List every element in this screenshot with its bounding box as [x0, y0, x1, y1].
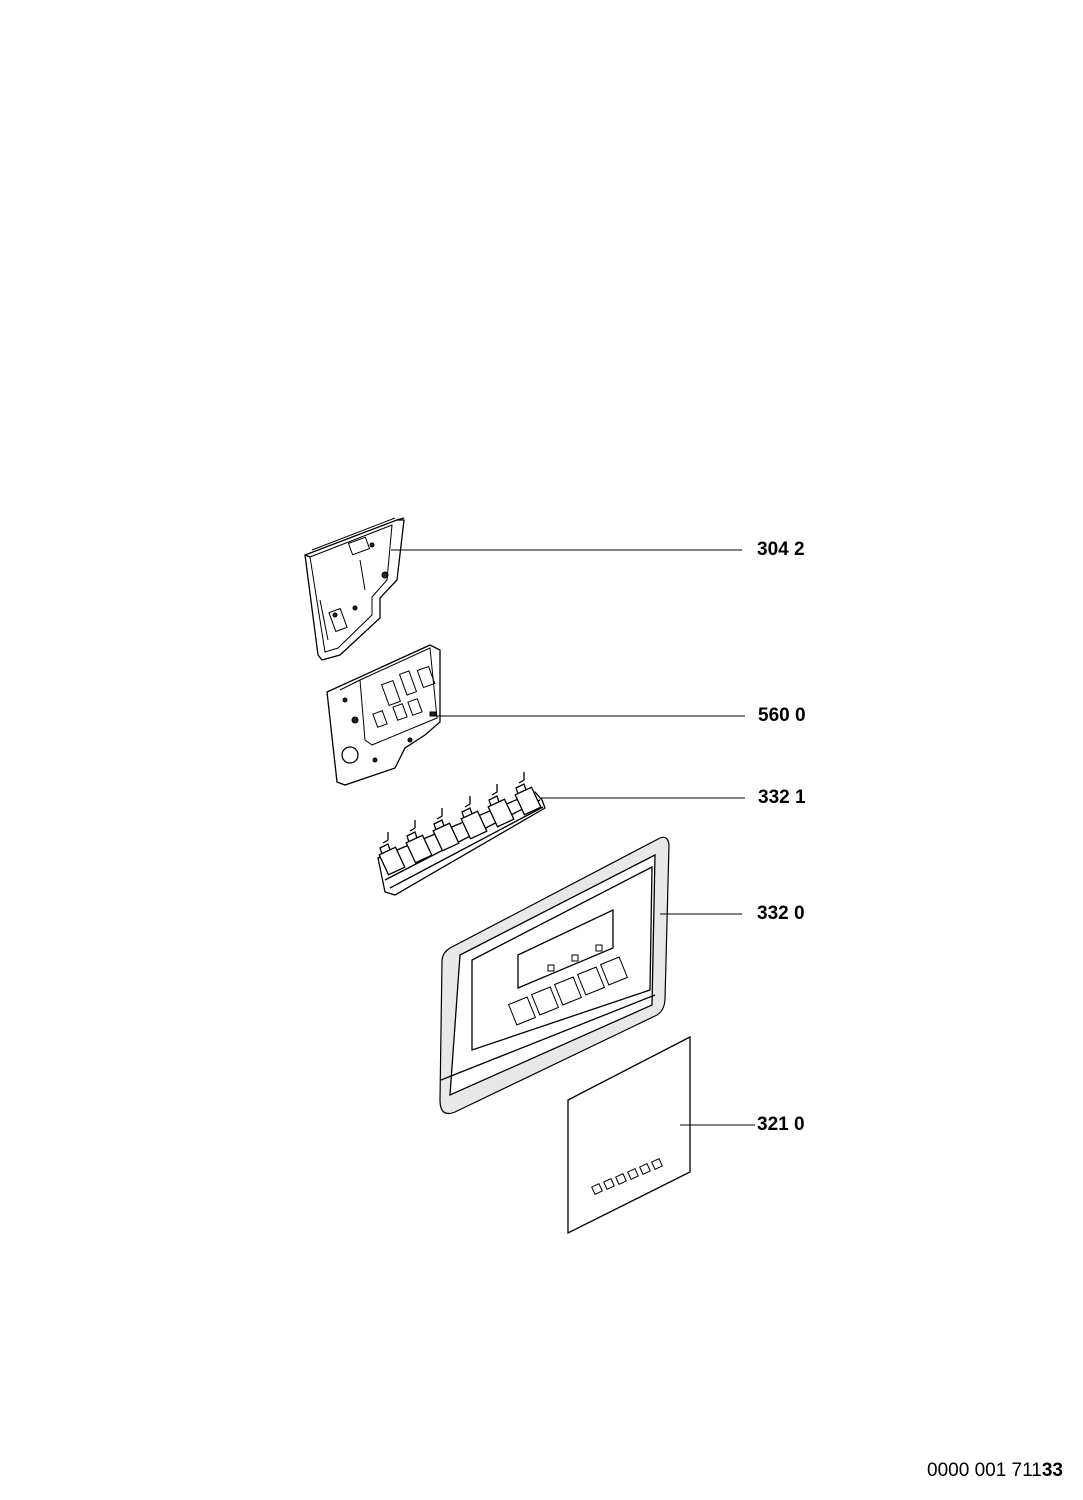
part-label-321-0: 321 0 [757, 1114, 805, 1135]
part-label-560-0: 560 0 [758, 705, 806, 726]
part-332-1-drawing [377, 772, 546, 896]
part-label-304-2: 304 2 [757, 539, 805, 560]
document-number: 0000 001 71133 [927, 1460, 1063, 1482]
part-label-332-0: 332 0 [757, 903, 805, 924]
part-label-332-1: 332 1 [758, 787, 806, 808]
part-332-0-drawing [439, 836, 670, 1115]
document-number-bold: 33 [1041, 1460, 1063, 1481]
part-560-0-drawing [326, 644, 441, 786]
part-304-2-drawing [304, 517, 405, 661]
document-number-regular: 0000 001 711 [927, 1460, 1042, 1481]
part-321-0-drawing [567, 1035, 691, 1235]
leader-lines [391, 549, 755, 1126]
